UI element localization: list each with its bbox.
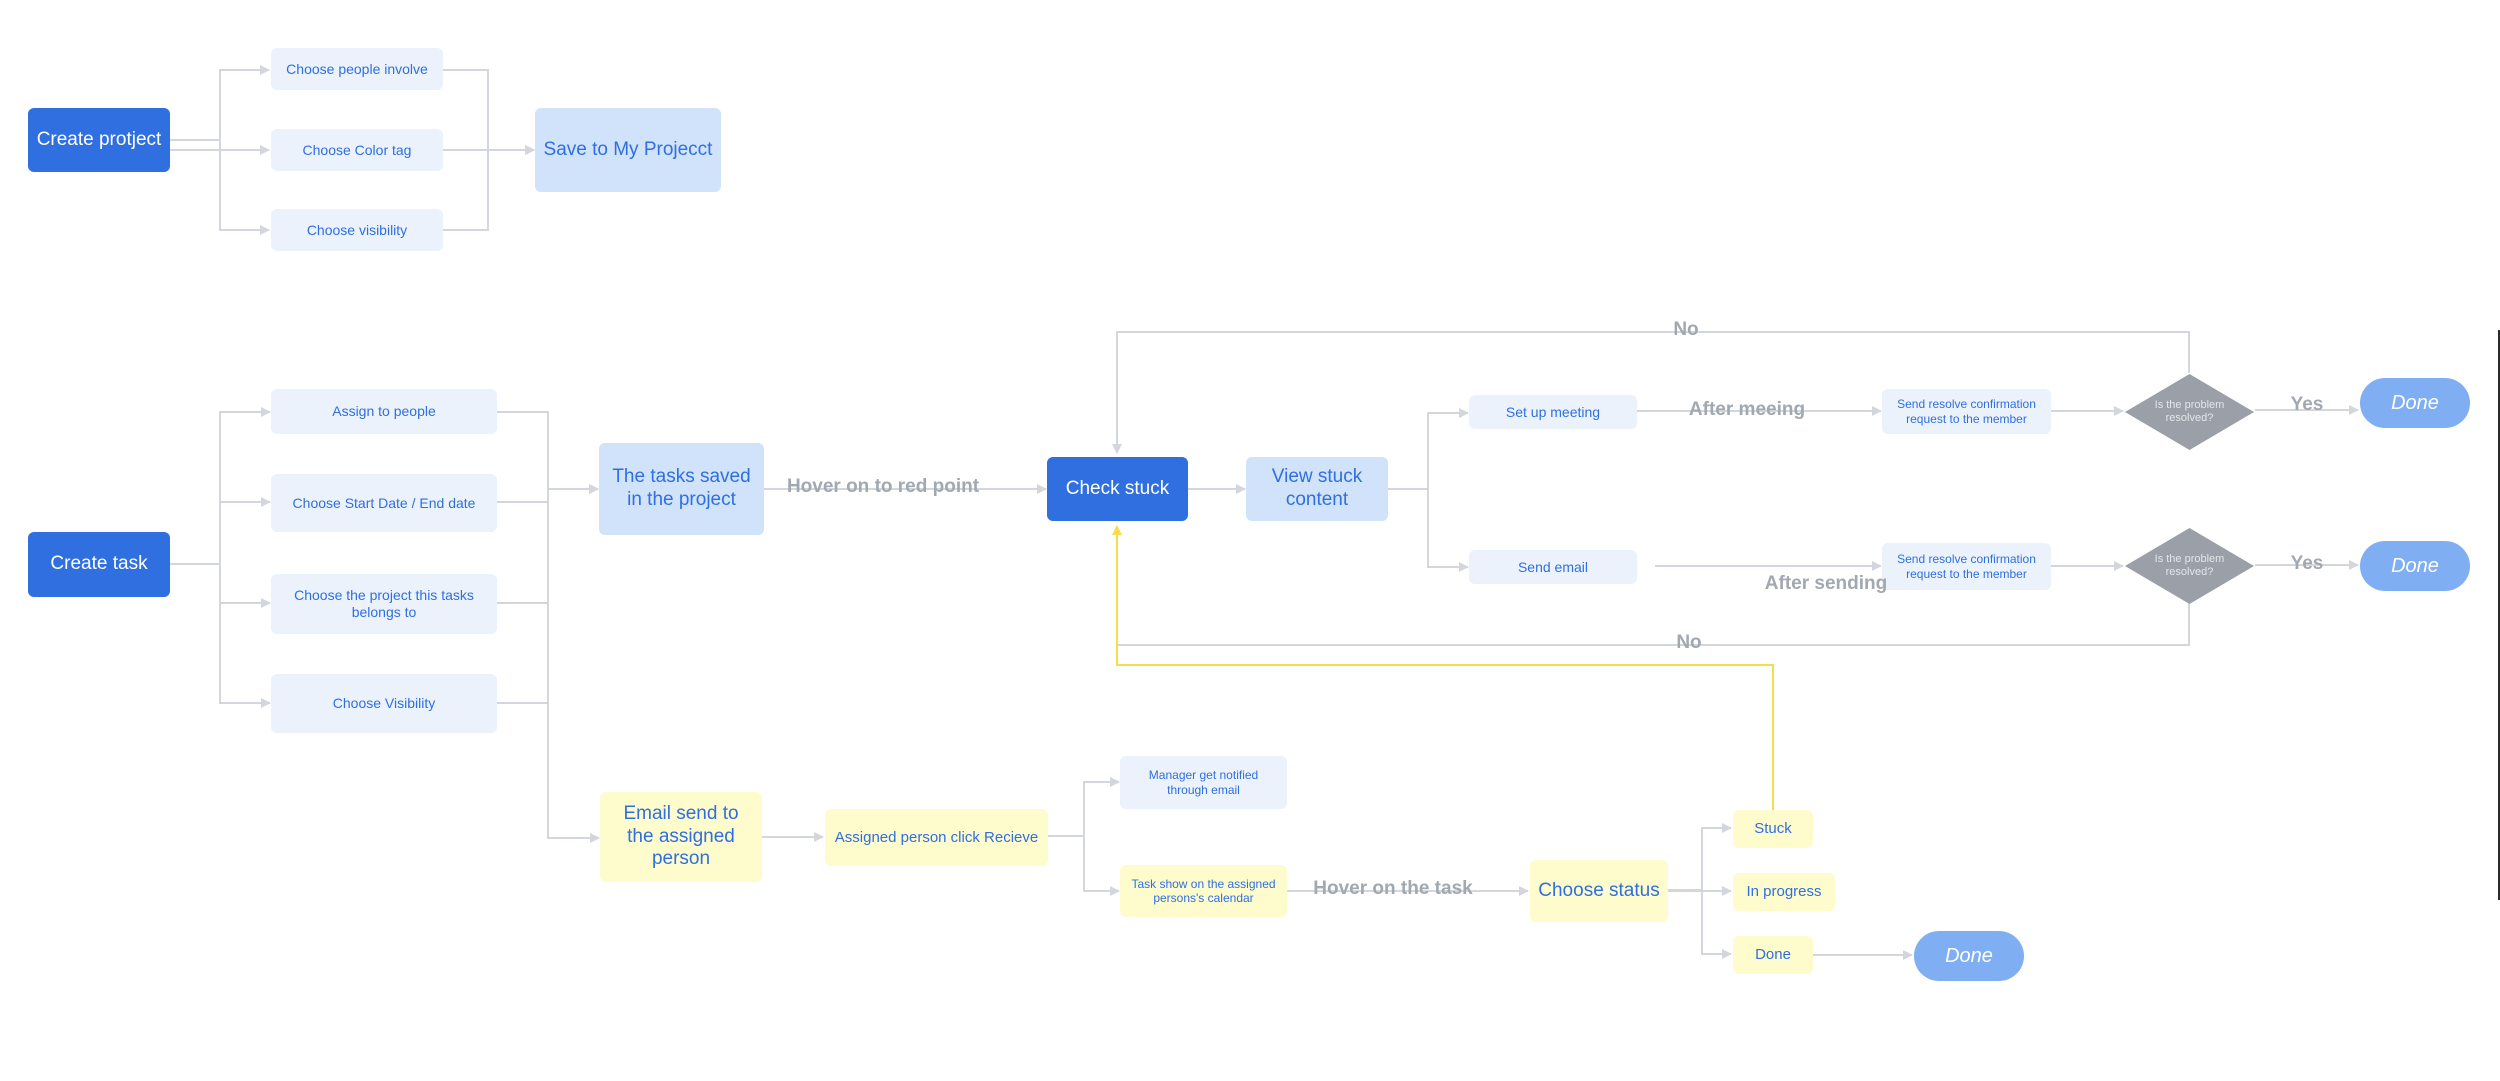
edge-decision1-no-loop (1112, 331, 2190, 454)
done-node-3[interactable]: Done (1914, 931, 2024, 981)
create-project-node[interactable]: Create protject (28, 108, 170, 172)
check-stuck-node[interactable]: Check stuck (1047, 457, 1188, 521)
problem-resolved-decision-2[interactable]: Is the problem resolved? (2124, 527, 2255, 605)
choose-people-node[interactable]: Choose people involve (271, 48, 443, 90)
edge-receive-to-manager (1048, 777, 1120, 837)
problem-resolved-decision-1[interactable]: Is the problem resolved? (2124, 373, 2255, 451)
edge-view-to-send-email (1388, 488, 1469, 572)
edge-status-to-done (1668, 889, 1732, 959)
edge-assign-to-saved (497, 411, 599, 494)
resolve-request-node-2[interactable]: Send resolve confirmation request to the… (1882, 543, 2051, 590)
status-done-node[interactable]: Done (1733, 936, 1813, 974)
edge-visibility-to-saved (497, 484, 599, 704)
choose-project-node[interactable]: Choose the project this tasks belongs to (271, 574, 497, 634)
edge-label-no-bottom: No (1676, 632, 1702, 653)
task-calendar-node[interactable]: Task show on the assigned persons's cale… (1120, 865, 1287, 917)
click-receive-node[interactable]: Assigned person click Recieve (825, 809, 1048, 866)
edge-label-no-top: No (1673, 319, 1699, 340)
diamond-shape (2125, 528, 2254, 604)
edge-view-to-meeting (1388, 408, 1469, 490)
choose-visibility-project-node[interactable]: Choose visibility (271, 209, 443, 251)
edge-status-to-stuck (1668, 823, 1732, 891)
manager-notified-node[interactable]: Manager get notified through email (1120, 756, 1287, 809)
email-assigned-person-node[interactable]: Email send to the assigned person (600, 792, 762, 882)
save-project-node[interactable]: Save to My Projecct (535, 108, 721, 192)
edge-visibility-to-save (443, 145, 535, 231)
done-node-1[interactable]: Done (2360, 378, 2470, 428)
done-node-2[interactable]: Done (2360, 541, 2470, 591)
resolve-request-node-1[interactable]: Send resolve confirmation request to the… (1882, 389, 2051, 434)
edge-label-hover-red-point: Hover on to red point (786, 476, 980, 497)
status-in-progress-node[interactable]: In progress (1733, 873, 1835, 911)
choose-status-node[interactable]: Choose status (1530, 860, 1668, 922)
edge-create-project-to-people (170, 65, 270, 141)
decision-label: Is the problem resolved? (2154, 553, 2225, 578)
edge-label-yes-2: Yes (2290, 553, 2324, 574)
tasks-saved-node[interactable]: The tasks saved in the project (599, 443, 764, 535)
choose-visibility-task-node[interactable]: Choose Visibility (271, 674, 497, 733)
decision-label: Is the problem resolved? (2154, 399, 2225, 424)
edge-group-to-email-assigned (547, 703, 600, 843)
edge-label-yes-1: Yes (2290, 394, 2324, 415)
edge-label-after-sending: After sending (1764, 573, 1888, 594)
edge-stuck-to-check-stuck (1112, 525, 1774, 810)
edge-create-task-to-visibility (170, 563, 271, 708)
edge-label-after-meeting: After meeing (1688, 399, 1806, 420)
choose-dates-node[interactable]: Choose Start Date / End date (271, 474, 497, 532)
set-up-meeting-node[interactable]: Set up meeting (1469, 395, 1637, 429)
choose-color-tag-node[interactable]: Choose Color tag (271, 129, 443, 171)
edge-create-task-to-dates (170, 497, 271, 565)
diamond-shape (2125, 374, 2254, 450)
edge-receive-to-calendar (1048, 835, 1120, 896)
send-email-node[interactable]: Send email (1469, 550, 1637, 584)
scrollbar[interactable] (2498, 330, 2500, 900)
status-stuck-node[interactable]: Stuck (1733, 810, 1813, 848)
edge-create-project-to-visibility (170, 139, 270, 235)
create-task-node[interactable]: Create task (28, 532, 170, 597)
view-stuck-content-node[interactable]: View stuck content (1246, 457, 1388, 521)
edge-people-to-save (443, 69, 535, 155)
assign-to-people-node[interactable]: Assign to people (271, 389, 497, 434)
edge-label-hover-task: Hover on the task (1313, 878, 1473, 899)
